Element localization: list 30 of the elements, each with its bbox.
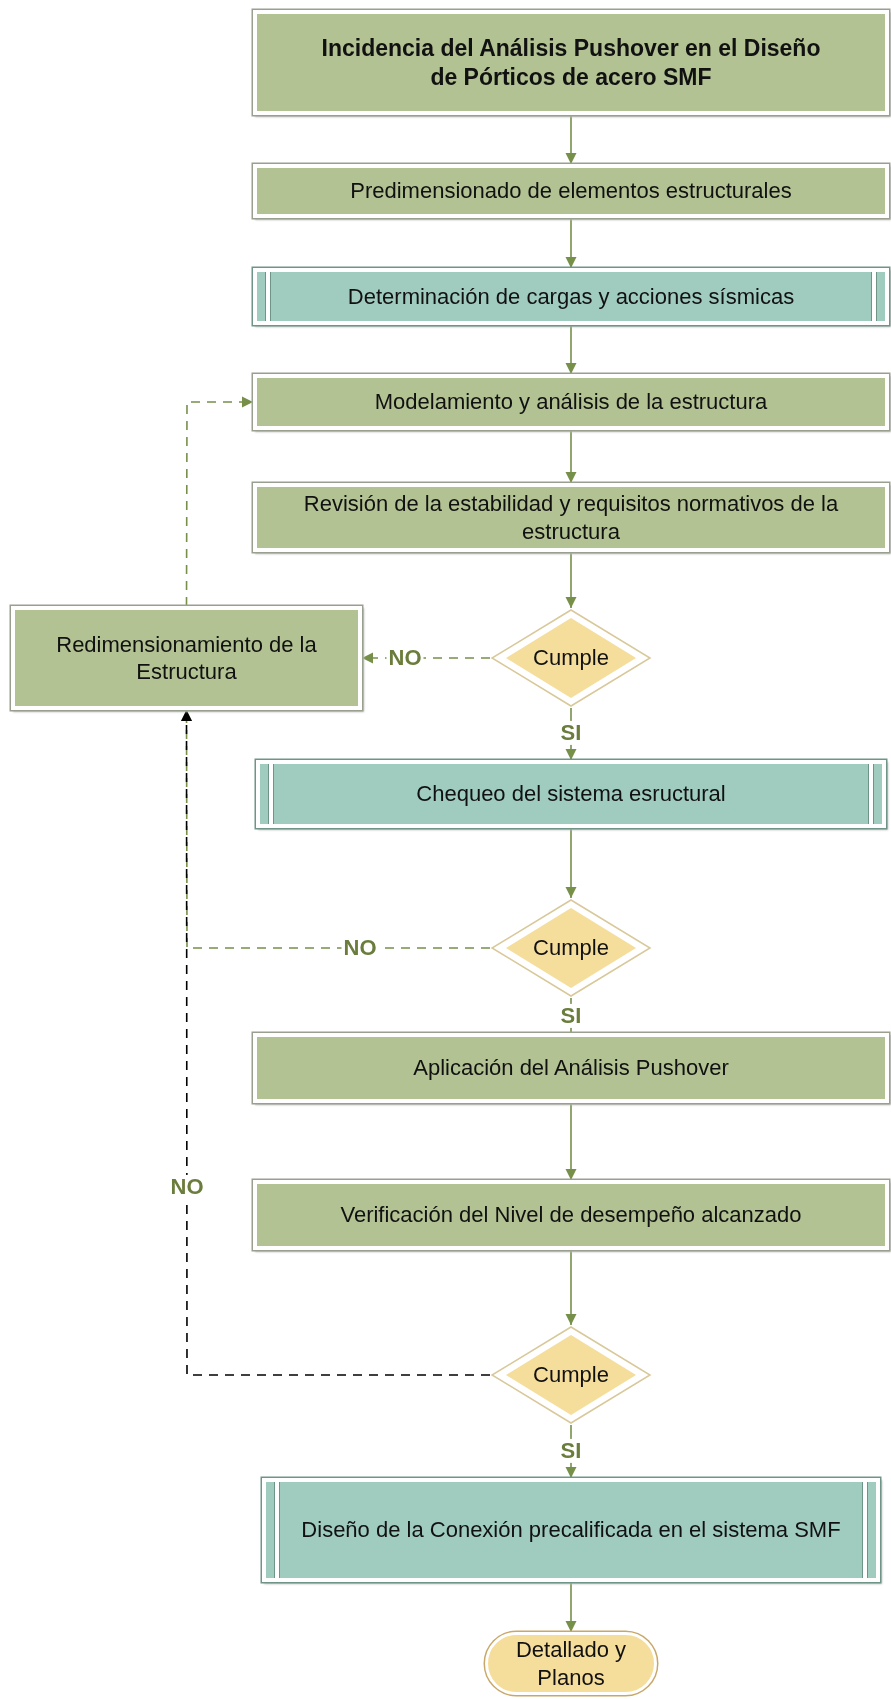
step-label: Diseño de la Conexión precalificada en el sistema SMF bbox=[300, 1516, 842, 1544]
arrow bbox=[565, 217, 577, 269]
decision-diamond bbox=[490, 608, 652, 708]
arrow bbox=[565, 429, 577, 484]
arrow bbox=[565, 1249, 577, 1326]
arrow bbox=[565, 551, 577, 609]
step-label: Determinación de cargas y acciones sísmicas bbox=[346, 282, 796, 311]
decision-diamond bbox=[490, 898, 652, 998]
arrow bbox=[565, 1581, 577, 1633]
decision-label: Cumple bbox=[532, 1361, 610, 1389]
dashed-arrow bbox=[180, 709, 491, 1376]
decision-diamond bbox=[490, 1325, 652, 1425]
terminal-shape bbox=[485, 1632, 657, 1695]
arrow bbox=[565, 324, 577, 375]
step-label: Detallado y Planos bbox=[514, 1636, 628, 1691]
step-label: Redimensionamiento de la Estructura bbox=[55, 630, 318, 686]
dashed-arrow bbox=[185, 396, 254, 607]
step-label: Modelamiento y análisis de la estructura bbox=[373, 388, 769, 416]
edge-label: NO bbox=[168, 1174, 206, 1200]
step-label: Revisión de la estabilidad y requisitos normativos de la estructura bbox=[302, 490, 840, 545]
step-label: Chequeo del sistema esructural bbox=[415, 780, 727, 808]
decision-label: Cumple bbox=[532, 644, 610, 672]
step-label: Predimensionado de elementos estructurales bbox=[349, 177, 793, 205]
arrow bbox=[565, 1102, 577, 1181]
arrow bbox=[565, 114, 577, 165]
arrow bbox=[565, 827, 577, 899]
step-label: Aplicación del Análisis Pushover bbox=[412, 1054, 730, 1082]
step-label: Incidencia del Análisis Pushover en el Diseño de Pórticos de acero SMF bbox=[320, 33, 822, 92]
step-label: Verificación del Nivel de desempeño alcanzado bbox=[339, 1201, 803, 1229]
decision-label: Cumple bbox=[532, 934, 610, 962]
